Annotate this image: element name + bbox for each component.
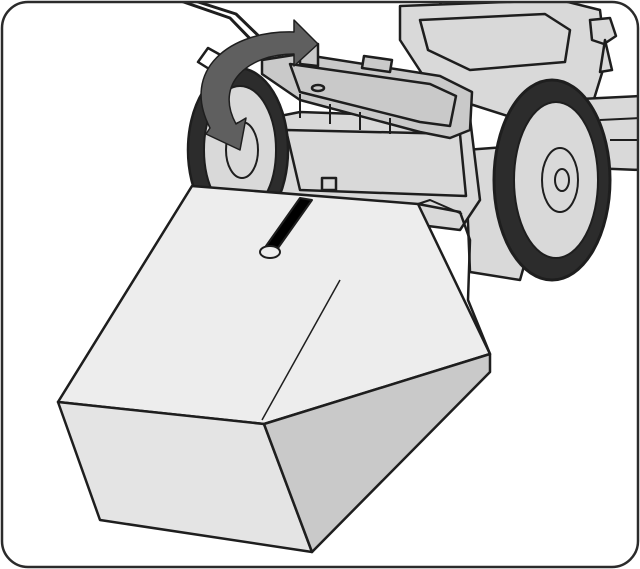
scene-content	[56, 2, 638, 554]
grass-catcher-bag	[56, 184, 492, 554]
curved-double-arrow-icon	[200, 19, 319, 151]
right-rear-wheel	[492, 78, 612, 282]
